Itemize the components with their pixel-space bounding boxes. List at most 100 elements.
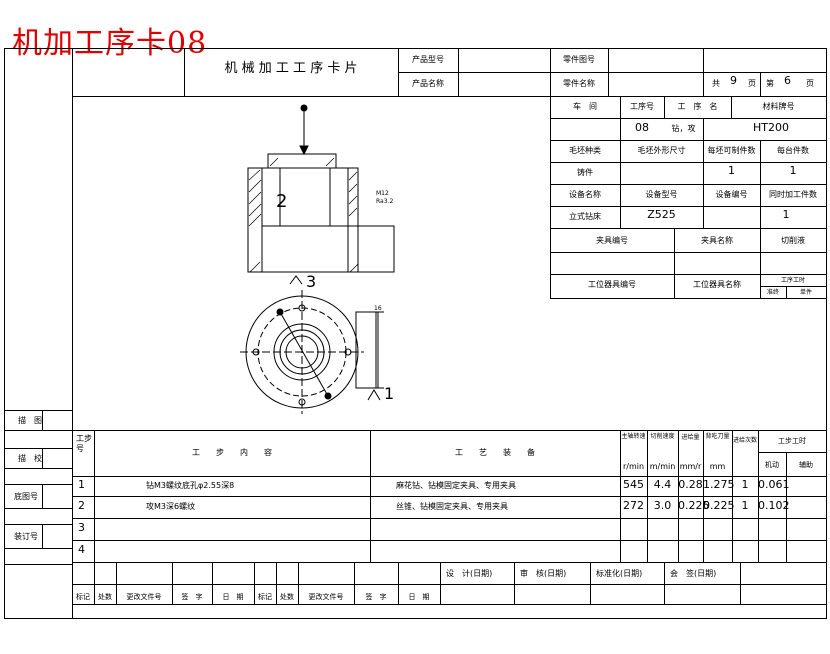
unit-label: 单件 (799, 289, 812, 296)
station-tool-no-label: 工位器具编号 (588, 280, 636, 289)
drawing-label-m12: M12 (376, 190, 389, 197)
step-machine-hours: 0.061 (758, 478, 790, 491)
left-label-check: 描 校 (18, 454, 42, 463)
parts-per-unit-label: 每台件数 (777, 146, 809, 155)
coolant-label: 切削液 (781, 236, 805, 245)
left-label-trace: 描 图 (18, 416, 42, 425)
op-name-label: 工 序 名 (677, 102, 718, 111)
part-name-label: 零件名称 (563, 79, 595, 88)
drawing-label-1: 1 (384, 384, 395, 403)
bottom-label: 日 期 (222, 593, 244, 601)
page-no-value: 6 (784, 74, 791, 87)
step-cut-speed: 4.4 (653, 478, 672, 491)
review-label: 审 核(日期) (520, 569, 567, 578)
depth-unit: mm (709, 462, 726, 471)
blank-size-label: 毛坯外形尺寸 (637, 146, 686, 155)
page-label: 页 (748, 79, 756, 88)
quasi-end-label: 准终 (766, 289, 779, 296)
step-content: 攻M3深6螺纹 (146, 502, 196, 511)
bottom-label: 更改文件号 (308, 593, 344, 601)
material-label: 材料牌号 (762, 102, 795, 111)
op-no-label: 工序号 (630, 102, 654, 111)
material-value: HT200 (753, 121, 789, 134)
feed-header: 进给量 (681, 434, 700, 441)
left-label-base: 底图号 (14, 492, 38, 501)
page-title: 机加工序卡08 (12, 26, 208, 61)
op-name-value: 钻，攻 (671, 124, 696, 133)
aux-hours-header: 辅助 (799, 461, 813, 469)
blank-parts-label: 每坯可制件数 (707, 146, 756, 155)
step-passes: 1 (741, 478, 749, 491)
bottom-label: 签 字 (365, 593, 387, 601)
step-content: 钻M3螺纹底孔φ2.55深8 (146, 481, 235, 490)
bottom-label: 处数 (280, 593, 294, 601)
drawing-dimension: 16 (374, 305, 382, 312)
bottom-label: 日 期 (408, 593, 430, 601)
page-label-2: 页 (806, 79, 814, 88)
bottom-label: 签 字 (181, 593, 203, 601)
step-no: 1 (78, 478, 85, 491)
feed-unit: mm/r (679, 462, 702, 471)
step-equipment: 丝锥、钻模固定夹具、专用夹具 (396, 502, 508, 511)
total-label: 共 (712, 79, 720, 88)
depth-header: 背吃刀量 (705, 433, 730, 440)
step-cut-speed: 3.0 (653, 499, 672, 512)
sign-label: 会 签(日期) (670, 569, 717, 578)
step-speed: 545 (623, 478, 644, 491)
passes-header: 进给次数 (732, 437, 757, 444)
op-no-value: 08 (635, 121, 649, 134)
fixture-no-label: 夹具编号 (596, 236, 628, 245)
design-label: 设 计(日期) (446, 569, 493, 578)
blank-parts-value: 1 (728, 164, 735, 177)
equip-model-label: 设备型号 (645, 190, 678, 199)
part-drawing (240, 104, 395, 414)
equipment-header: 工 艺 装 备 (455, 448, 535, 457)
part-drawing-label: 零件图号 (563, 55, 595, 64)
cut-speed-unit: m/min (649, 462, 676, 471)
step-speed: 272 (623, 499, 644, 512)
page-no-label: 第 (766, 79, 774, 88)
equip-model-value: Z525 (647, 208, 676, 221)
standard-label: 标准化(日期) (596, 569, 643, 578)
product-model-label: 产品型号 (412, 55, 444, 64)
speed-header: 主轴转速 (621, 433, 646, 440)
fixture-name-label: 夹具名称 (701, 236, 733, 245)
drawing-label-2: 2 (276, 191, 288, 212)
left-label-binding: 装订号 (14, 532, 38, 541)
step-row-4-no: 4 (78, 543, 85, 556)
blank-type-value: 铸件 (577, 168, 593, 177)
workshop-label: 车 间 (573, 102, 597, 111)
bottom-label: 标记 (258, 593, 272, 601)
step-row-3-no: 3 (78, 521, 85, 534)
cut-speed-header: 切削速度 (650, 433, 675, 440)
speed-unit: r/min (622, 462, 645, 471)
equip-name-label: 设备名称 (569, 190, 601, 199)
bottom-label: 处数 (98, 593, 112, 601)
hours-header: 工步工时 (778, 437, 806, 445)
content-header: 工 步 内 容 (192, 448, 272, 457)
total-value: 9 (730, 74, 737, 87)
step-no: 2 (78, 499, 85, 512)
blank-type-label: 毛坯种类 (569, 146, 601, 155)
product-name-label: 产品名称 (412, 79, 444, 88)
bottom-label: 标记 (76, 593, 90, 601)
card-title: 机 械 加 工 工 序 卡 片 (224, 61, 358, 76)
step-machine-hours: 0.102 (758, 499, 790, 512)
step-equipment: 麻花钻、钻模固定夹具、专用夹具 (396, 481, 516, 490)
drawing-label-ra: Ra3.2 (376, 198, 394, 205)
step-passes: 1 (741, 499, 749, 512)
parts-per-unit-value: 1 (789, 164, 797, 177)
step-feed: 0.28 (678, 478, 703, 491)
equip-no-label: 设备编号 (715, 190, 748, 199)
step-no-header: 工步号 (76, 434, 92, 453)
step-depth: 0.225 (703, 499, 735, 512)
simul-parts-label: 同时加工件数 (769, 190, 817, 199)
drawing-label-3: 3 (306, 272, 317, 291)
op-hours-label: 工序工时 (780, 277, 805, 284)
station-tool-name-label: 工位器具名称 (693, 280, 741, 289)
simul-parts-value: 1 (782, 208, 790, 221)
step-feed: 0.225 (678, 499, 710, 512)
bottom-label: 更改文件号 (126, 593, 162, 601)
step-depth: 1.275 (703, 478, 735, 491)
